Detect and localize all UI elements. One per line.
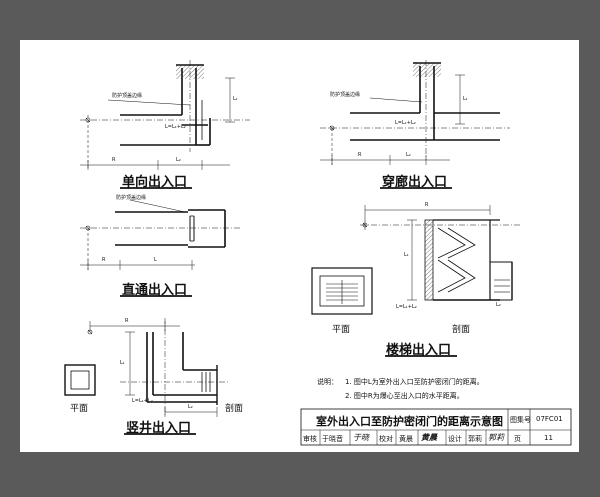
shaft-title: 竖井出入口 <box>126 421 192 436</box>
stair-title: 楼梯出入口 <box>386 343 452 358</box>
shaft-entrance-diagram <box>64 318 230 417</box>
straight-title: 直通出入口 <box>122 283 188 298</box>
one-way-dim-r: R <box>112 157 116 163</box>
passage-title: 穿廊出入口 <box>382 175 448 190</box>
one-way-entrance-diagram <box>80 60 250 170</box>
passage-dim-r: R <box>358 152 362 158</box>
checker-name: 黄晨 <box>399 435 413 443</box>
straight-dim-l: L <box>154 257 157 263</box>
checker-signature: 黄晨 <box>421 432 437 442</box>
one-way-dim-l2: L₂ <box>176 157 181 163</box>
reviewer-signature: 于晓 <box>353 433 369 442</box>
passage-dim-l2: L₂ <box>406 152 411 158</box>
stair-section-label: 剖面 <box>452 325 471 335</box>
passage-formula: L=L₁+L₂ <box>395 120 416 126</box>
straight-entrance-diagram <box>80 199 240 270</box>
shaft-section-label: 剖面 <box>225 404 244 414</box>
stair-dim-l2: L₂ <box>496 302 501 308</box>
passage-entrance-diagram <box>320 60 510 165</box>
one-way-edge-label: 防护顶盖边缘 <box>112 93 143 99</box>
designer-name: 郭莉 <box>468 435 482 443</box>
one-way-dim-l1: L₁ <box>233 96 238 102</box>
note-item-1: 1. 图中L为室外出入口至防护密闭门的距离。 <box>345 378 484 386</box>
review-label: 审核 <box>303 435 317 443</box>
stair-dim-l1: L₁ <box>404 252 409 258</box>
stair-dim-r: R <box>425 202 429 208</box>
atlas-no-label: 图集号 <box>510 416 531 424</box>
stair-formula: L=L₁+L₂ <box>396 304 417 310</box>
page-label: 页 <box>514 435 521 443</box>
drawing-title: 室外出入口至防护密闭门的距离示意图 <box>316 415 503 428</box>
technical-drawing <box>64 60 572 446</box>
page-number: 11 <box>544 434 553 442</box>
note-item-2: 2. 图中R为爆心至出入口的水平距离。 <box>345 392 464 400</box>
design-label: 设计 <box>448 435 462 443</box>
stair-plan-label: 平面 <box>332 325 351 335</box>
one-way-title: 单向出入口 <box>122 175 188 190</box>
check-label: 校对 <box>379 435 393 443</box>
stair-entrance-diagram <box>311 205 520 315</box>
shaft-dim-r: R <box>125 318 129 324</box>
shaft-dim-l2: L₂ <box>188 404 193 410</box>
shaft-dim-l1: L₁ <box>120 360 125 366</box>
notes-heading: 说明： <box>317 378 338 386</box>
shaft-formula: L=L₁+L₂ <box>132 398 153 404</box>
shaft-plan-label: 平面 <box>70 404 89 414</box>
passage-dim-l1: L₁ <box>463 96 468 102</box>
one-way-formula: L=L₁+L₂ <box>165 124 186 130</box>
passage-edge-label: 防护顶盖边缘 <box>330 92 361 98</box>
straight-edge-label: 防护顶盖边缘 <box>116 195 147 201</box>
reviewer-name: 于晓音 <box>322 435 343 443</box>
straight-dim-r: R <box>102 257 106 263</box>
atlas-no: 07FC01 <box>536 415 563 423</box>
drawing-sheet: 防护顶盖边缘 L₁ L=L₁+L₂ R L₂ 单向出入口 防护顶盖边缘 L₁ L… <box>20 40 579 452</box>
designer-signature: 郭莉 <box>488 433 504 442</box>
